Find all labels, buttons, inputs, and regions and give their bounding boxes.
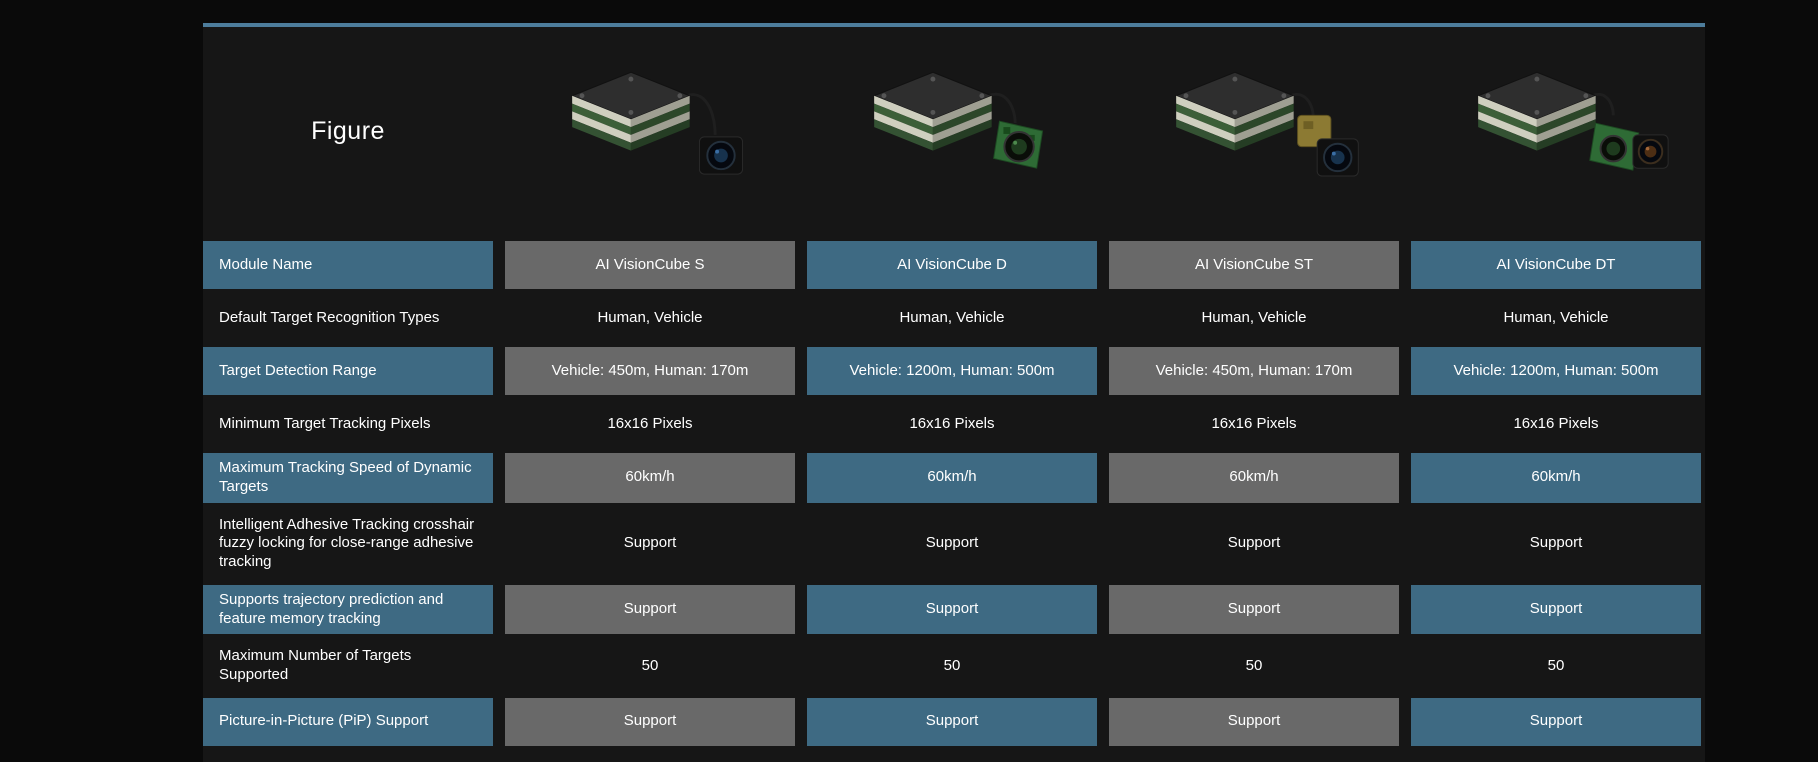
table-cell: Support bbox=[925, 534, 979, 552]
product-image-cell-st bbox=[1109, 61, 1399, 201]
table-cell: 50 bbox=[1245, 656, 1263, 674]
table-cell: 50 bbox=[943, 656, 961, 674]
table-cell: Support bbox=[1529, 534, 1583, 552]
product-image-cell-dt bbox=[1411, 61, 1701, 201]
figure-row: Figure bbox=[203, 27, 1705, 235]
table-cell: 60km/h bbox=[505, 453, 795, 503]
table-cell: Vehicle: 1200m, Human: 500m bbox=[1411, 347, 1701, 395]
table-cell: AI VisionCube D bbox=[807, 241, 1097, 289]
table-cell: Human, Vehicle bbox=[597, 308, 703, 326]
table-cell: AI VisionCube S bbox=[505, 241, 795, 289]
table-row-tracking-pixels: Minimum Target Tracking Pixels 16x16 Pix… bbox=[203, 402, 1705, 446]
table-cell: 60km/h bbox=[1109, 453, 1399, 503]
table-row-tracking-speed: Maximum Tracking Speed of Dynamic Target… bbox=[203, 453, 1705, 503]
comparison-panel: Figure bbox=[203, 23, 1705, 762]
table-cell: Support bbox=[807, 584, 1097, 635]
table-cell: 50 bbox=[641, 656, 659, 674]
row-label: Maximum Number of Targets Supported bbox=[219, 647, 412, 683]
table-cell: 16x16 Pixels bbox=[1513, 414, 1599, 432]
table-cell: AI VisionCube ST bbox=[1109, 241, 1399, 289]
table-cell: Support bbox=[505, 584, 795, 635]
table-cell: Support bbox=[1109, 697, 1399, 746]
table-cell: Human, Vehicle bbox=[1503, 308, 1609, 326]
table-cell: Support bbox=[1411, 697, 1701, 746]
visioncube-d-image bbox=[872, 71, 1043, 169]
table-cell: Support bbox=[1411, 584, 1701, 635]
table-row-max-targets: Maximum Number of Targets Supported 50 5… bbox=[203, 641, 1705, 691]
accent-top-line bbox=[203, 23, 1705, 27]
table-cell: Support bbox=[623, 534, 677, 552]
row-label: Module Name bbox=[203, 241, 493, 289]
table-row-adhesive-tracking: Intelligent Adhesive Tracking crosshair … bbox=[203, 510, 1705, 578]
visioncube-st-image bbox=[1174, 71, 1359, 177]
table-cell: 60km/h bbox=[1411, 453, 1701, 503]
table-cell: Support bbox=[807, 697, 1097, 746]
row-label: Maximum Tracking Speed of Dynamic Target… bbox=[203, 453, 493, 503]
row-label: Default Target Recognition Types bbox=[219, 308, 440, 326]
product-image-cell-s bbox=[505, 61, 795, 201]
table-cell: Vehicle: 1200m, Human: 500m bbox=[807, 347, 1097, 395]
table-row-pip-support: Picture-in-Picture (PiP) Support Support… bbox=[203, 697, 1705, 746]
table-cell: 16x16 Pixels bbox=[607, 414, 693, 432]
table-cell: Support bbox=[505, 697, 795, 746]
row-label: Minimum Target Tracking Pixels bbox=[219, 414, 431, 432]
table-cell: Vehicle: 450m, Human: 170m bbox=[505, 347, 795, 395]
row-label: Target Detection Range bbox=[203, 347, 493, 395]
table-cell: Vehicle: 450m, Human: 170m bbox=[1109, 347, 1399, 395]
visioncube-dt-image bbox=[1476, 71, 1669, 171]
row-label: Intelligent Adhesive Tracking crosshair … bbox=[219, 515, 475, 571]
visioncube-s-image bbox=[570, 71, 743, 175]
row-label: Supports trajectory prediction and featu… bbox=[203, 584, 493, 635]
row-label: Picture-in-Picture (PiP) Support bbox=[203, 697, 493, 746]
product-image-cell-d bbox=[807, 61, 1097, 201]
table-cell: Support bbox=[1109, 584, 1399, 635]
table-cell: 16x16 Pixels bbox=[1211, 414, 1297, 432]
table-cell: Support bbox=[1227, 534, 1281, 552]
table-cell: Human, Vehicle bbox=[899, 308, 1005, 326]
table-row-trajectory-prediction: Supports trajectory prediction and featu… bbox=[203, 584, 1705, 635]
table-cell: 16x16 Pixels bbox=[909, 414, 995, 432]
table-row-detection-range: Target Detection Range Vehicle: 450m, Hu… bbox=[203, 347, 1705, 395]
table-cell: Human, Vehicle bbox=[1201, 308, 1307, 326]
table-cell: 60km/h bbox=[807, 453, 1097, 503]
table-row-module-name: Module Name AI VisionCube S AI VisionCub… bbox=[203, 241, 1705, 289]
table-cell: 50 bbox=[1547, 656, 1565, 674]
table-row-recognition-types: Default Target Recognition Types Human, … bbox=[203, 296, 1705, 340]
table-cell: AI VisionCube DT bbox=[1411, 241, 1701, 289]
figure-label: Figure bbox=[311, 116, 385, 145]
